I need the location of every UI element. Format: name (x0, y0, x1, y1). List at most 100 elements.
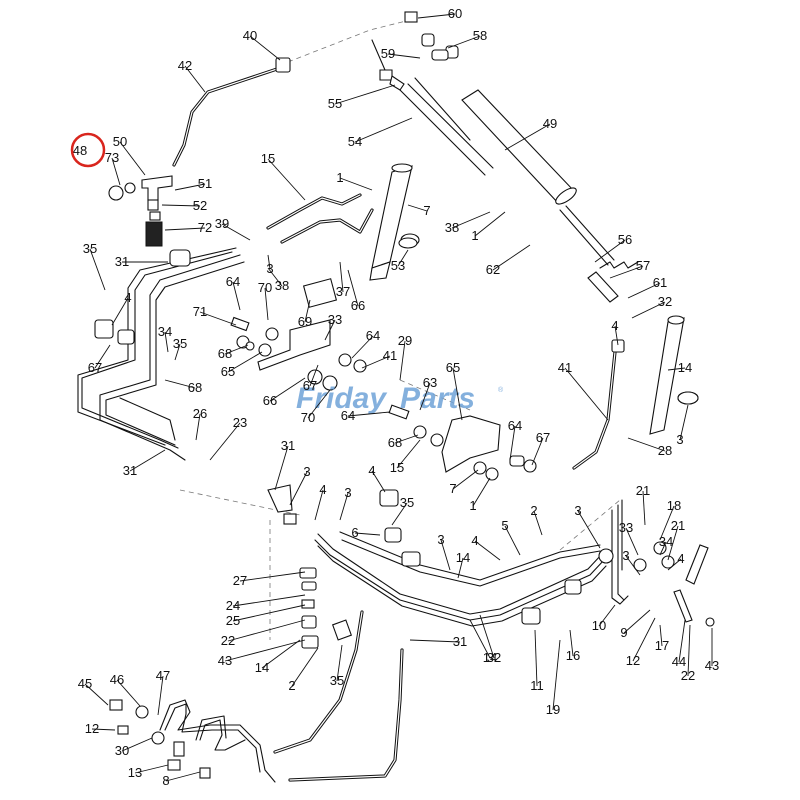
callout-leader (667, 558, 682, 571)
callout-leader (534, 629, 538, 687)
callout-leader (84, 683, 109, 706)
callout-leader (339, 177, 373, 191)
callout-leader (209, 422, 241, 461)
callout-leader (474, 211, 506, 237)
callout-leader (157, 675, 164, 716)
callout-number: 12 (85, 721, 99, 736)
callout-leader (347, 411, 391, 417)
callout-leader (667, 367, 686, 371)
callout-number: 70 (258, 280, 272, 295)
callout-number: 23 (233, 415, 247, 430)
callout-leader (134, 764, 169, 774)
callout-leader (232, 594, 306, 607)
callout-number: 3 (622, 548, 629, 563)
callout-leader (324, 319, 336, 341)
callout-leader (232, 604, 306, 622)
callout-leader (111, 297, 129, 326)
callout-number: 21 (671, 518, 685, 533)
callout-number: 22 (221, 633, 235, 648)
callout-leader (447, 35, 481, 49)
callout-leader (336, 644, 343, 682)
callout-number: 14 (456, 550, 470, 565)
callout-leader (469, 619, 491, 659)
callout-number: 68 (218, 346, 232, 361)
callout-number: 35 (330, 673, 344, 688)
callout-leader (577, 510, 601, 549)
callout-leader (116, 679, 141, 707)
callout-number: 58 (473, 28, 487, 43)
callout-leader (678, 619, 686, 663)
callout-leader (309, 364, 319, 387)
callout-leader (111, 157, 121, 186)
callout-leader (614, 325, 619, 346)
callout-number: 31 (453, 634, 467, 649)
callout-number: 44 (672, 654, 686, 669)
callout-leader (164, 379, 196, 389)
callout-leader (627, 282, 661, 299)
callout-number: 32 (658, 294, 672, 309)
callout-leader (269, 377, 306, 402)
callout-number: 7 (449, 481, 456, 496)
callout-leader (239, 571, 306, 582)
callout-number: 73 (105, 150, 119, 165)
callout-leader (472, 477, 491, 507)
callout-leader (261, 639, 301, 669)
callout-leader (417, 13, 456, 19)
callout-number: 72 (198, 220, 212, 235)
callout-leader (224, 639, 306, 662)
callout-number: 35 (400, 495, 414, 510)
callout-leader (419, 382, 431, 411)
callout-number: 65 (446, 360, 460, 375)
callout-number: 70 (301, 410, 315, 425)
callout-number: 3 (676, 432, 683, 447)
callout-number: 60 (448, 6, 462, 21)
callout-number: 50 (113, 134, 127, 149)
callout-number: 4 (319, 482, 326, 497)
callout-number: 45 (78, 676, 92, 691)
callout-number: 3 (266, 261, 273, 276)
callout-leader (224, 344, 249, 355)
callout-leader (391, 502, 408, 526)
callout-number: 43 (705, 658, 719, 673)
callout-number: 33 (619, 520, 633, 535)
drawing (77, 11, 715, 783)
callout-number: 35 (173, 336, 187, 351)
callout-number: 4 (611, 318, 618, 333)
callout-number: 15 (261, 151, 275, 166)
callout-number: 25 (226, 613, 240, 628)
callout-leader (195, 413, 201, 441)
watermark-registered-mark: ® (498, 386, 504, 394)
highlight-ring (70, 132, 106, 168)
callout-number: 26 (193, 406, 207, 421)
callout-number: 9 (620, 625, 627, 640)
callout-number: 66 (263, 393, 277, 408)
callout-number: 1 (469, 498, 476, 513)
callout-leader (394, 434, 419, 444)
callout-number: 35 (83, 241, 97, 256)
callout-leader (351, 335, 374, 359)
callout-leader (632, 617, 656, 662)
callout-number: 19 (546, 702, 560, 717)
callout-leader (291, 647, 319, 687)
callout-leader (164, 331, 169, 353)
callout-number: 67 (88, 360, 102, 375)
callout-number: 10 (592, 618, 606, 633)
callout-number: 33 (328, 312, 342, 327)
callout-number: 15 (390, 460, 404, 475)
callout-number: 4 (677, 551, 684, 566)
callout-leader (687, 624, 691, 677)
callout-number: 46 (110, 672, 124, 687)
callout-leader (347, 269, 359, 307)
callout-leader (474, 540, 501, 561)
callout-leader (598, 604, 616, 627)
callout-number: 2 (288, 678, 295, 693)
callout-leader (199, 311, 237, 326)
callout-number: 8 (162, 773, 169, 788)
callout-leader (504, 123, 551, 151)
callout-number: 39 (215, 216, 229, 231)
callout-number: 12 (626, 653, 640, 668)
callout-leader (232, 281, 241, 311)
callout-number: 2 (530, 503, 537, 518)
callout-leader (267, 158, 306, 201)
